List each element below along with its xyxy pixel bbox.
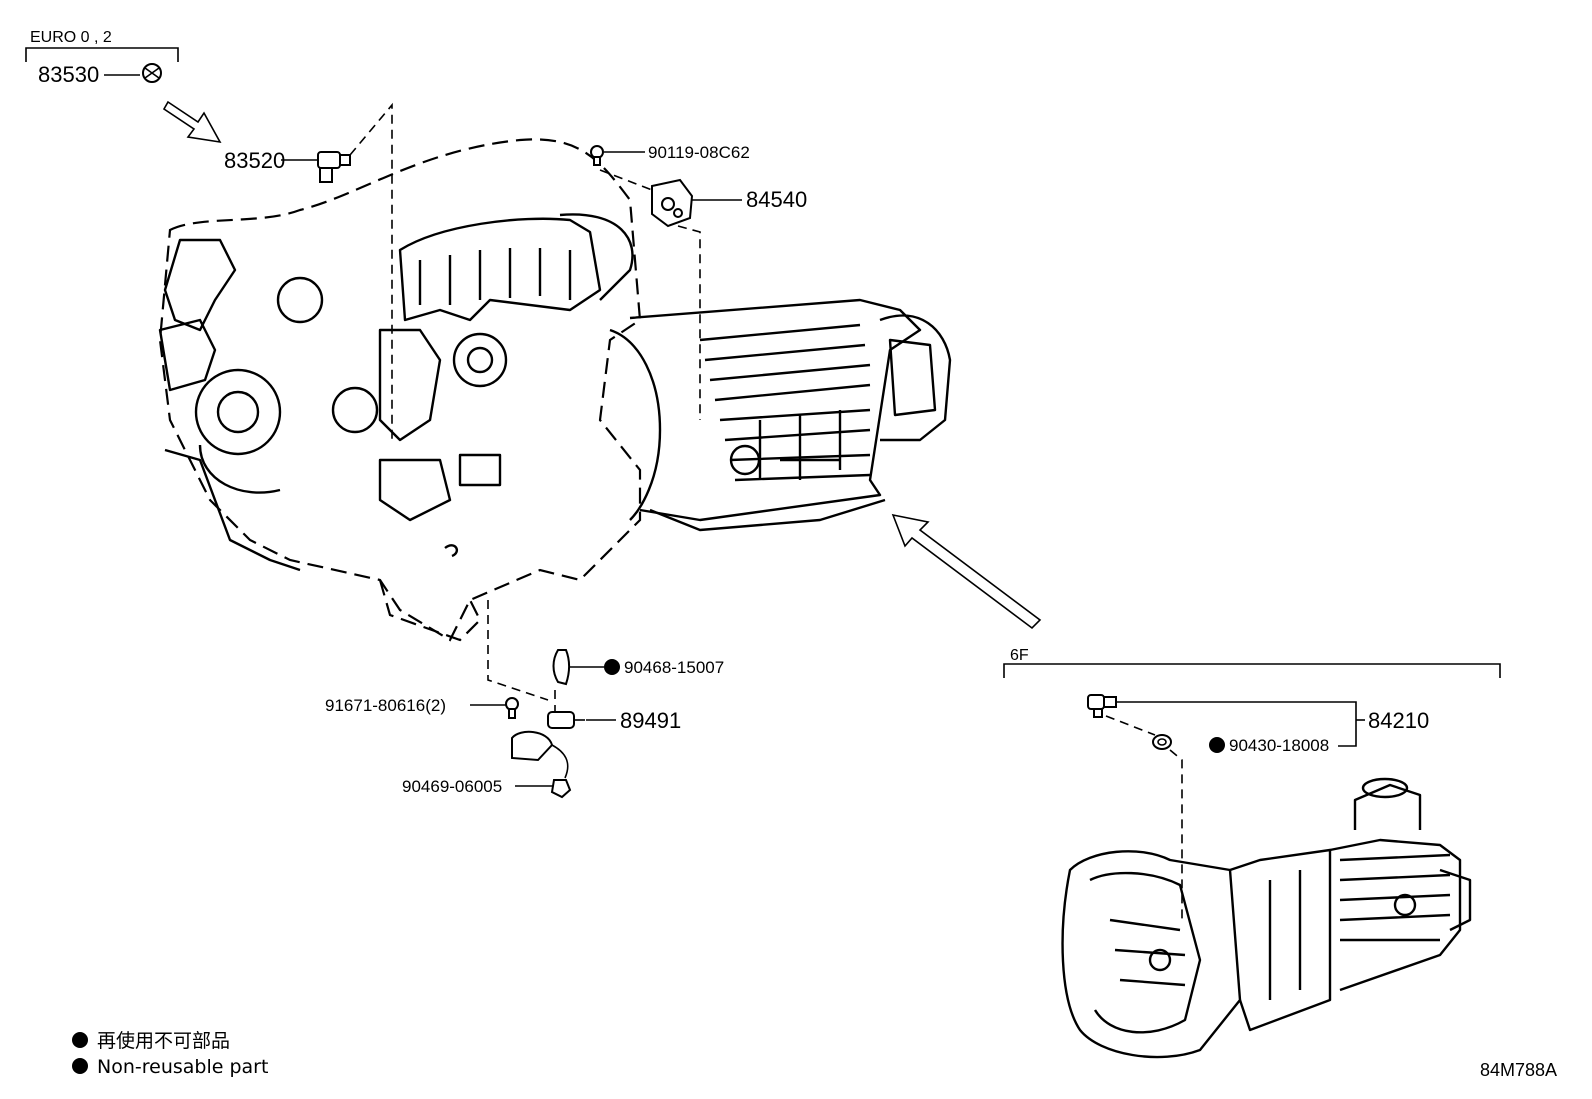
bolt-90119-icon[interactable] [590,145,604,166]
sixf-section: 6F 84210 90430-18008 [1003,647,1501,1059]
legend: 再使用不可部品 Non-reusable part [72,1030,268,1078]
non-reusable-dot-icon [604,659,620,675]
gasket-90468-icon[interactable] [552,649,570,686]
sixf-section-label: 6F [1010,647,1029,664]
legend-dot-jp-icon [72,1032,88,1048]
sensor-84540-icon[interactable] [651,178,694,228]
euro-section-label: EURO 0 , 2 [30,29,112,46]
nut-90469-icon[interactable] [550,779,572,799]
part-84210-label[interactable]: 84210 [1368,708,1429,733]
manual-transmission-assembly [1061,777,1472,1059]
legend-jp: 再使用不可部品 [97,1030,230,1052]
legend-en: Non-reusable part [97,1056,268,1078]
part-83520-label[interactable]: 83520 [224,148,285,173]
sensor-89491-icon[interactable] [511,711,585,779]
part-90469-label[interactable]: 90469-06005 [402,777,502,796]
arrow-to-transmission-icon [891,513,1042,630]
part-90430-label[interactable]: 90430-18008 [1229,736,1329,755]
diagram-code: 84M788A [1480,1060,1557,1080]
part-91671-label[interactable]: 91671-80616(2) [325,696,446,715]
euro-section: EURO 0 , 2 83530 [25,29,179,87]
oil-pressure-switch-83520-icon[interactable] [317,151,351,183]
switch-84210-icon[interactable] [1087,694,1117,718]
non-reusable-dot-icon-2 [1209,737,1225,753]
part-89491-label[interactable]: 89491 [620,708,681,733]
engine-transmission-assembly [158,138,952,642]
arrow-icon [162,100,222,144]
part-83530-label[interactable]: 83530 [38,62,99,87]
legend-dot-en-icon [72,1058,88,1074]
bolt-91671-icon[interactable] [505,697,519,719]
gasket-90430-icon[interactable] [1152,734,1172,750]
part-90468-label[interactable]: 90468-15007 [624,658,724,677]
part-84540-label[interactable]: 84540 [746,187,807,212]
sensor-83530-icon[interactable] [142,63,162,83]
part-90119-label[interactable]: 90119-08C62 [648,143,750,162]
